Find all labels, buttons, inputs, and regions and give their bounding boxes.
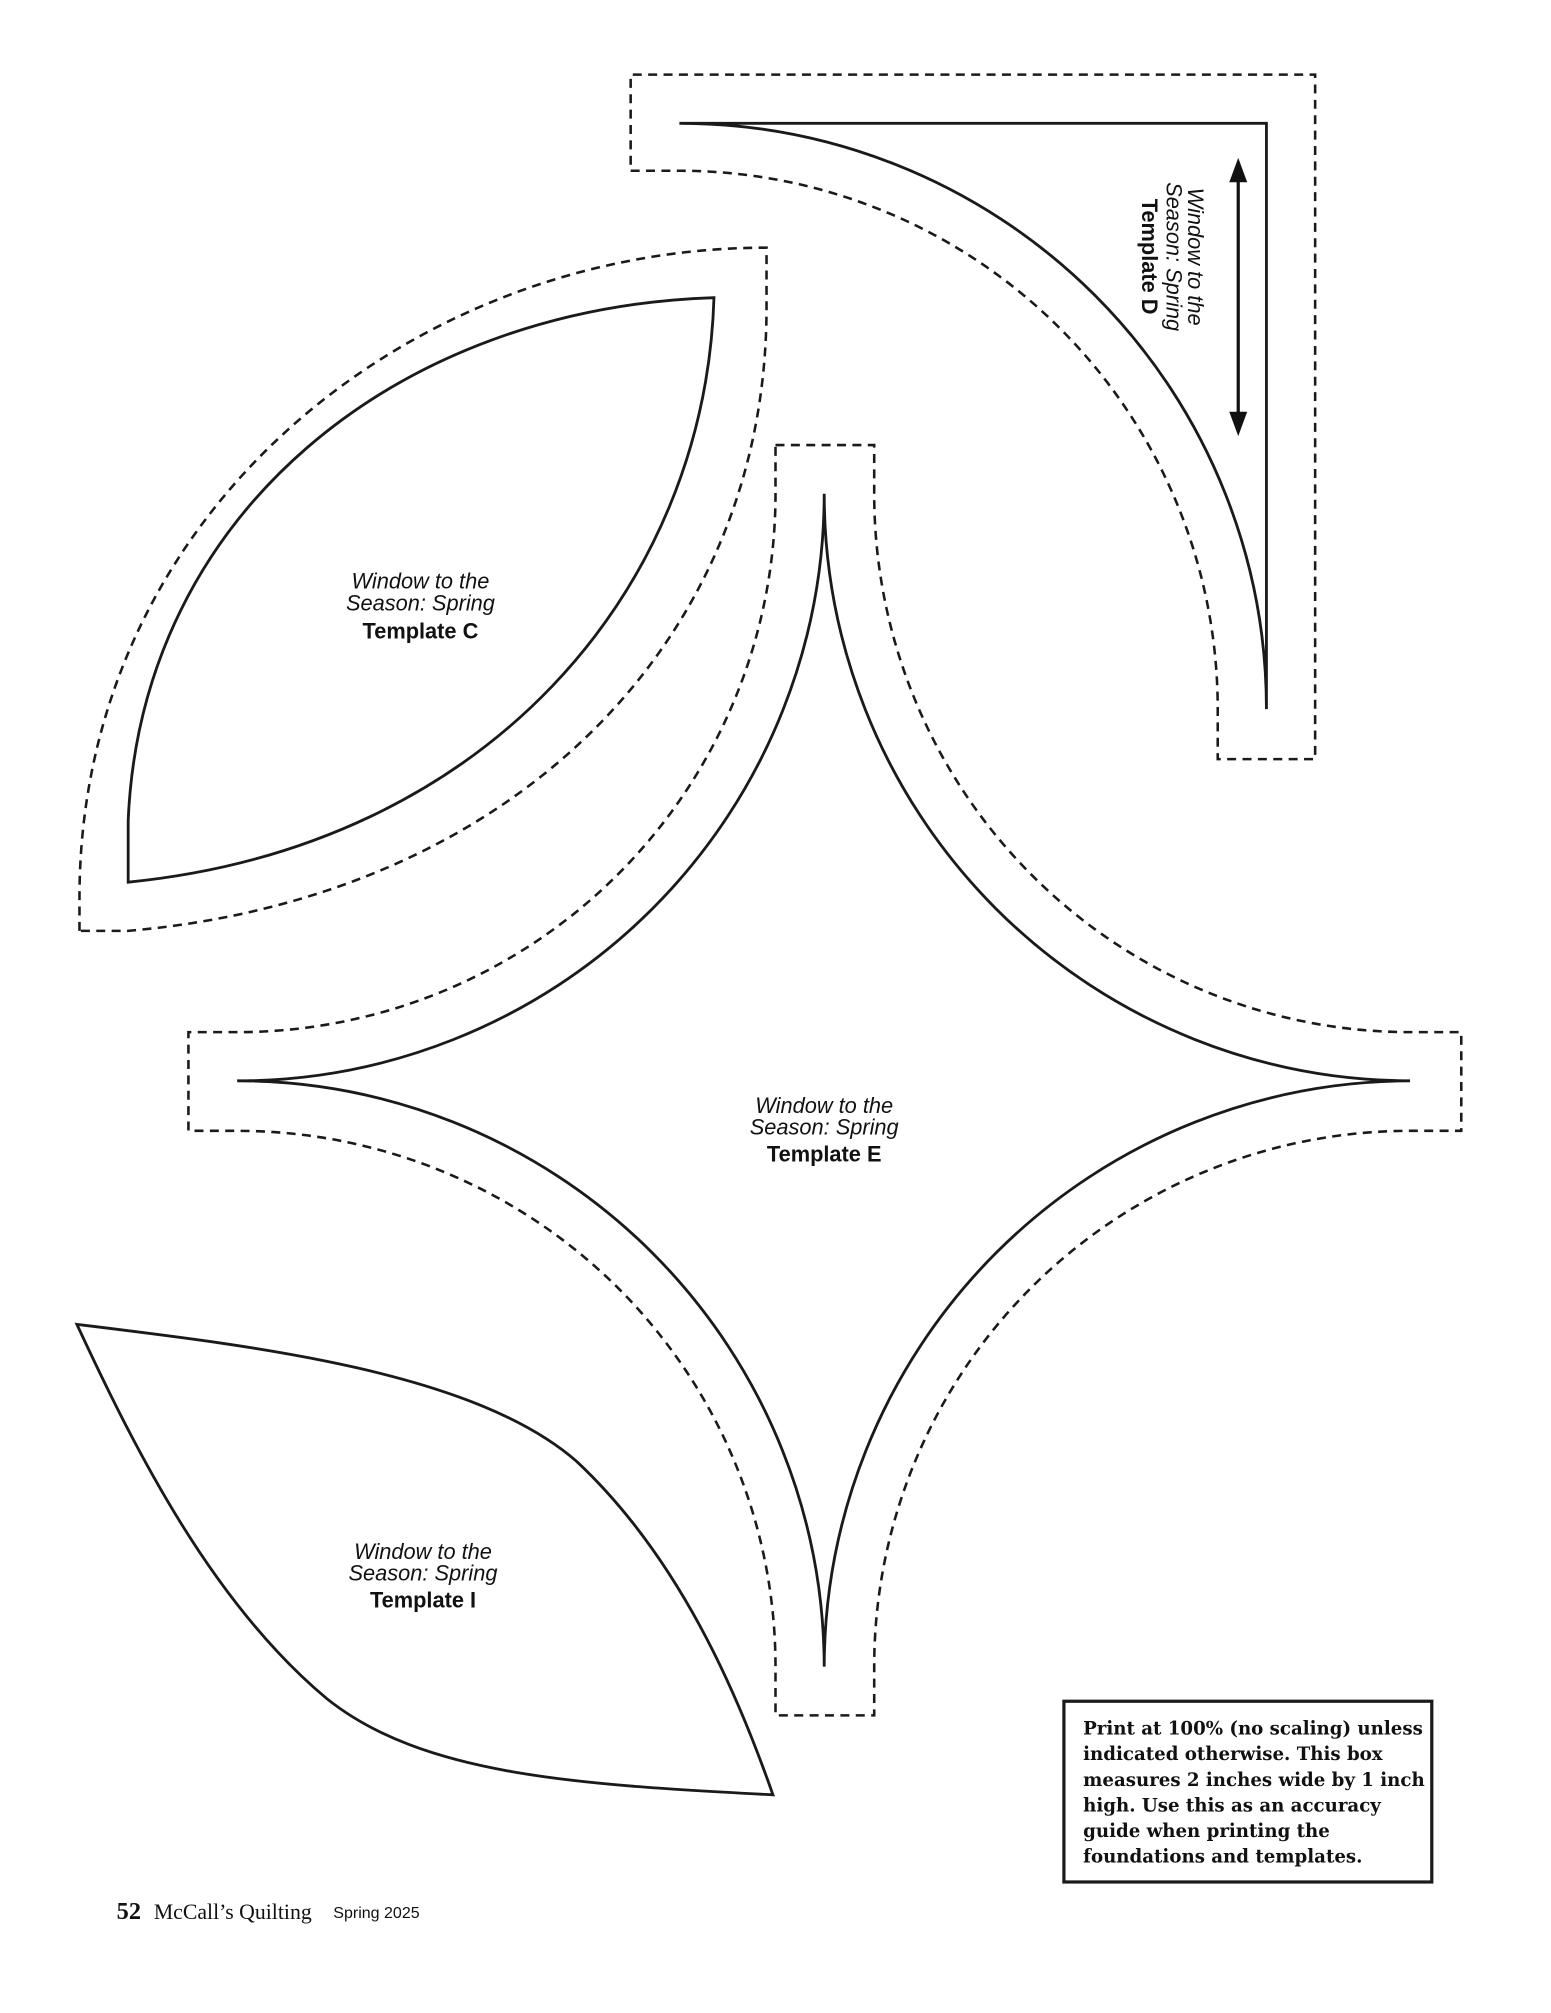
template-e-title-line2: Season: Spring bbox=[750, 1115, 899, 1140]
template-e-name: Template E bbox=[767, 1142, 882, 1167]
template-c-title-line2: Season: Spring bbox=[346, 590, 495, 615]
template-i: Window to the Season: Spring Template I bbox=[74, 1322, 775, 1797]
template-e-seam-line bbox=[187, 443, 1463, 1717]
print-accuracy-box: Print at 100% (no scaling) unless indica… bbox=[1062, 1699, 1434, 1884]
print-note-line: guide when printing the bbox=[1083, 1821, 1330, 1842]
magazine-name: McCall’s Quilting bbox=[154, 1900, 312, 1924]
template-i-title-line2: Season: Spring bbox=[349, 1561, 498, 1586]
print-note-line: Print at 100% (no scaling) unless bbox=[1083, 1719, 1423, 1740]
template-c-seam-line bbox=[78, 246, 768, 933]
template-c-name: Template C bbox=[363, 619, 479, 644]
template-d-cut-line bbox=[679, 121, 1268, 710]
print-note-line: foundations and templates. bbox=[1083, 1847, 1362, 1868]
template-c-cut-line bbox=[126, 296, 716, 884]
template-i-title-line1: Window to the bbox=[354, 1539, 492, 1564]
print-note-line: high. Use this as an accuracy bbox=[1083, 1795, 1381, 1816]
page-number: 52 bbox=[117, 1898, 141, 1925]
template-i-cut-line bbox=[74, 1322, 775, 1797]
template-d: Window to the Season: Spring Template D bbox=[629, 73, 1317, 761]
template-e-cut-line bbox=[237, 493, 1411, 1667]
template-e-title-line1: Window to the bbox=[755, 1093, 893, 1118]
template-i-name: Template I bbox=[370, 1588, 476, 1613]
template-d-title-line2: Season: Spring bbox=[1161, 182, 1186, 331]
template-e: Window to the Season: Spring Template E bbox=[187, 443, 1463, 1717]
print-note-line: measures 2 inches wide by 1 inch bbox=[1083, 1770, 1425, 1791]
template-d-name: Template D bbox=[1137, 199, 1162, 315]
template-c-title-line1: Window to the bbox=[352, 569, 490, 594]
print-note-line: indicated otherwise. This box bbox=[1083, 1744, 1383, 1765]
template-d-title-line1: Window to the bbox=[1183, 188, 1208, 326]
issue-date: Spring 2025 bbox=[333, 1904, 419, 1922]
template-c: Window to the Season: Spring Template C bbox=[78, 246, 768, 933]
double-arrow-icon bbox=[1229, 157, 1248, 437]
page-footer: 52 McCall’s Quilting Spring 2025 bbox=[117, 1898, 420, 1925]
template-d-seam-line bbox=[629, 73, 1317, 761]
